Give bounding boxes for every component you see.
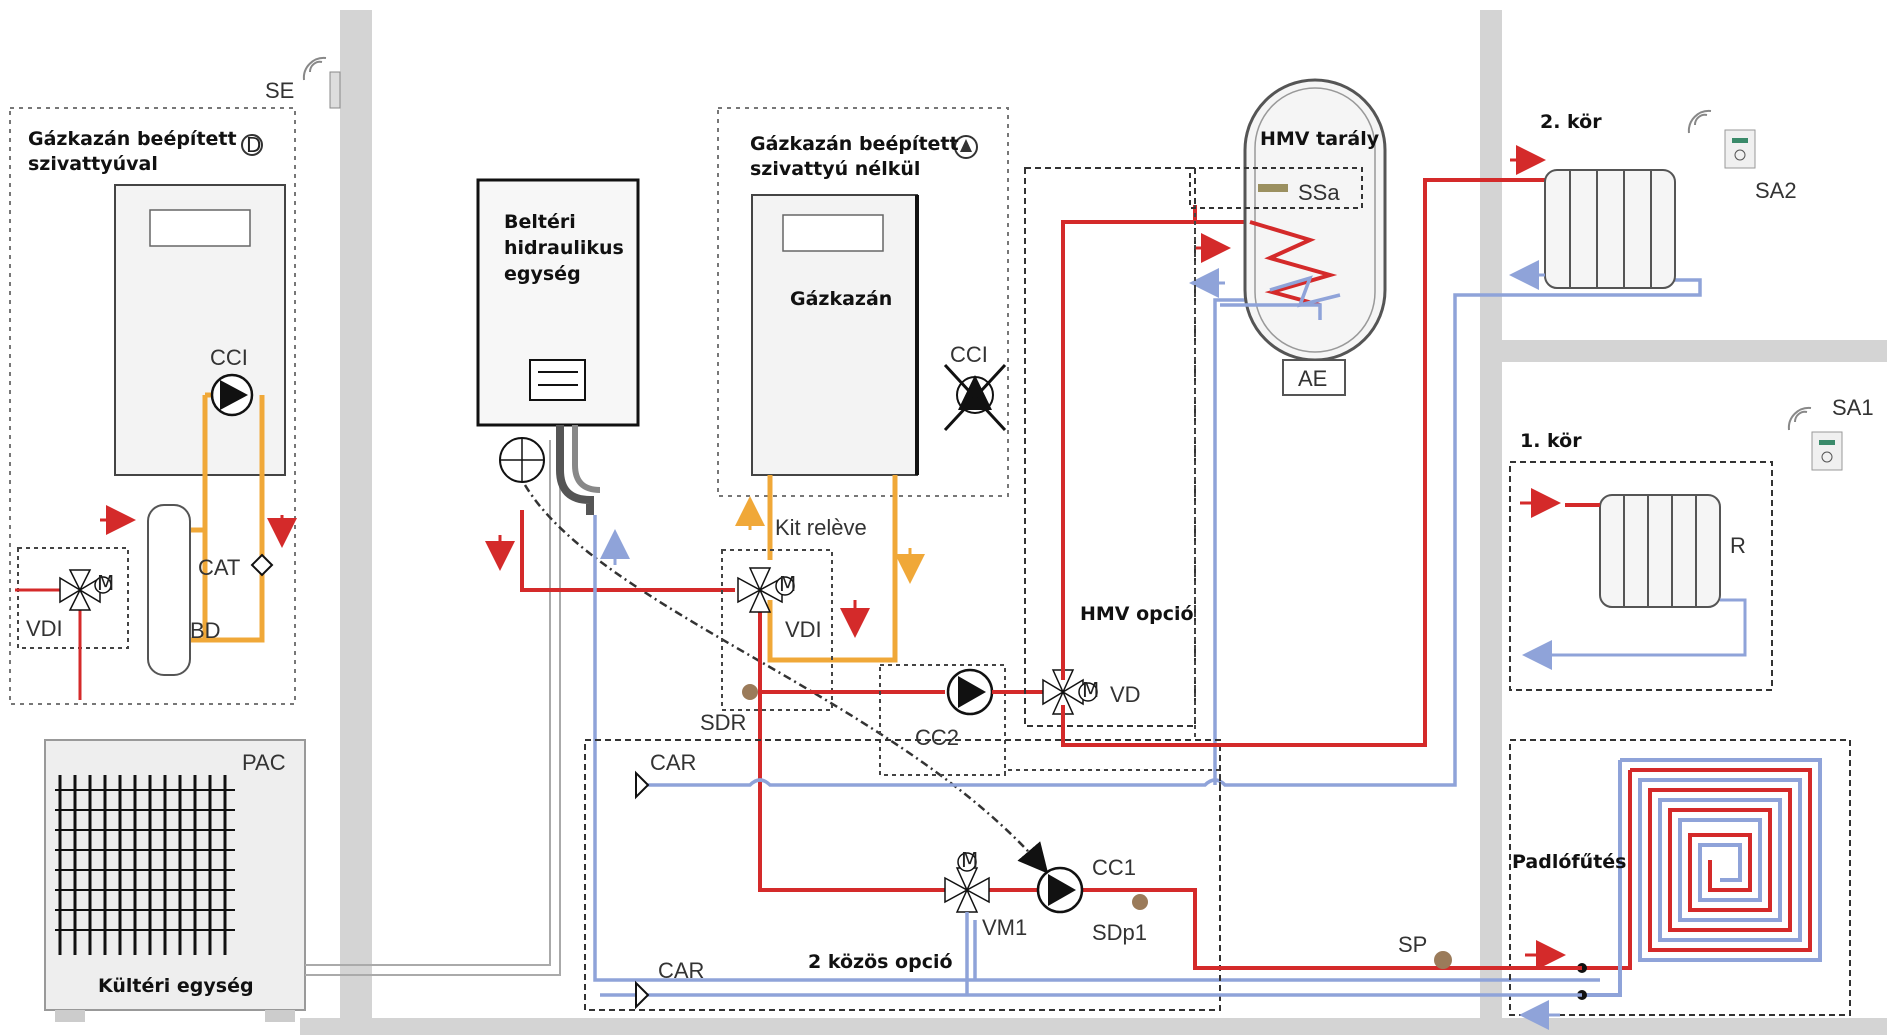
valve-vdi-left-icon <box>59 569 112 611</box>
label-vm1: VM1 <box>982 915 1027 940</box>
label-sa1: SA1 <box>1832 395 1874 420</box>
valve-cat-icon <box>250 553 274 577</box>
valve-vdi-mid-icon <box>737 567 795 613</box>
label-cc2: CC2 <box>915 725 959 750</box>
label-indoor-2: hidraulikus <box>504 237 624 259</box>
label-sdp1: SDp1 <box>1092 920 1147 945</box>
label-kit-releve: Kit relève <box>775 515 867 540</box>
label-sdr: SDR <box>700 710 746 735</box>
label-floor-heating: Padlófűtés <box>1512 851 1626 873</box>
wifi-icon <box>302 56 327 81</box>
label-pac: PAC <box>242 750 286 775</box>
label-vdi-mid: VDI <box>785 617 822 642</box>
label-car-top: CAR <box>650 750 696 775</box>
label-boiler-nopump-2: szivattyú nélkül <box>750 158 920 180</box>
label-car-bottom: CAR <box>658 958 704 983</box>
label-indoor-3: egység <box>504 263 581 285</box>
label-hmv-tank: HMV tarály <box>1260 128 1380 150</box>
label-boiler-pump-2: szivattyúval <box>28 153 158 175</box>
label-r: R <box>1730 533 1746 558</box>
marker-a-icon <box>954 135 978 159</box>
separator-bd-icon <box>147 504 191 676</box>
label-indoor-1: Beltéri <box>504 211 576 233</box>
valve-car-bottom-icon <box>635 980 650 1010</box>
label-vdi-left: VDI <box>26 616 63 641</box>
sensor-sp-icon <box>1434 951 1452 969</box>
valve-car-top-icon <box>635 770 650 800</box>
thermostat-sa2-icon <box>1687 109 1756 169</box>
radiator-circuit2 <box>1544 169 1676 289</box>
label-ssa: SSa <box>1298 180 1340 205</box>
label-common-option: 2 közös opció <box>808 951 953 973</box>
label-motor-vdi-left: M <box>97 571 114 595</box>
sensor-sdp1-icon <box>1132 894 1148 910</box>
label-cat: CAT <box>198 555 240 580</box>
label-sa2: SA2 <box>1755 178 1797 203</box>
boiler-without-pump-group <box>717 107 1009 663</box>
label-bd: BD <box>190 618 221 643</box>
thermostat-sa1-icon <box>1787 406 1843 471</box>
radiator-r <box>1599 494 1721 608</box>
valve-vd-icon <box>1042 669 1098 715</box>
label-boiler-nopump-1: Gázkazán beépített <box>750 133 959 155</box>
label-marker-d: D <box>246 133 261 157</box>
floor-heating-coil <box>1585 758 1822 997</box>
boiler-with-pump-group <box>9 56 341 705</box>
label-motor-vm1: M <box>961 848 978 872</box>
sensor-sdr-icon <box>742 684 758 700</box>
control-panel-icon <box>529 359 586 401</box>
walls <box>300 10 1887 1035</box>
outdoor-unit-pac <box>44 739 306 1022</box>
label-gas-boiler: Gázkazán <box>790 288 892 310</box>
label-motor-vd: M <box>1082 678 1099 702</box>
valve-vm1-icon <box>944 852 990 913</box>
label-outdoor-unit: Kültéri egység <box>98 975 254 997</box>
label-circuit2: 2. kör <box>1540 111 1602 133</box>
label-hmv-option: HMV opció <box>1080 603 1194 625</box>
label-ae: AE <box>1298 366 1327 391</box>
label-cci-right: CCI <box>950 342 988 367</box>
indoor-hydraulic-unit <box>476 178 640 515</box>
pump-cci-removed-icon <box>943 363 1007 432</box>
label-se: SE <box>265 78 294 103</box>
sensor-ssa-icon <box>1258 184 1288 192</box>
hmv-tank <box>1189 78 1387 396</box>
label-motor-vdi-mid: M <box>779 572 796 596</box>
label-vd: VD <box>1110 682 1141 707</box>
label-circuit1: 1. kör <box>1520 430 1582 452</box>
label-cc1: CC1 <box>1092 855 1136 880</box>
marker-d-icon <box>241 134 263 156</box>
label-boiler-pump-1: Gázkazán beépített <box>28 128 237 150</box>
label-sp: SP <box>1398 932 1427 957</box>
label-cci-left: CCI <box>210 345 248 370</box>
